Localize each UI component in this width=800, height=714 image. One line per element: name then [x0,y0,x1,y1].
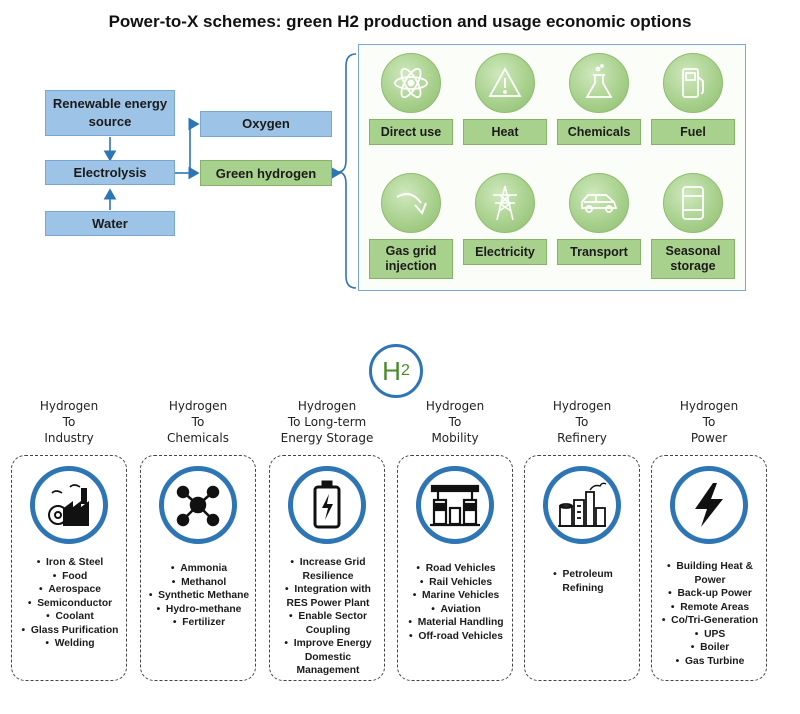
factory-icon [30,466,108,544]
list-item: Integration with [270,583,386,597]
category-items: Iron & SteelFoodAerospaceSemiconductorCo… [12,556,128,651]
renewable-energy-box: Renewable energy source [45,90,175,136]
category-items: Road VehiclesRail VehiclesMarine Vehicle… [398,562,514,643]
category-heading-power: Hydrogen To Power [679,399,739,445]
list-item: Improve Energy [270,637,386,651]
list-item: Co/Tri-Generation [652,614,768,628]
list-item: Welding [12,637,128,651]
list-item: Rail Vehicles [398,576,514,590]
list-item: Resilience [302,570,354,582]
list-item: UPS [652,628,768,642]
molecule-icon [159,466,237,544]
curved-arrow-icon [381,173,441,233]
list-item: Coolant [12,610,128,624]
option-fuel: Fuel [651,53,735,145]
list-item: Boiler [652,641,768,655]
green-hydrogen-box: Green hydrogen [200,160,332,186]
category-card-mobility: Road VehiclesRail VehiclesMarine Vehicle… [397,455,513,681]
fuel-pump-icon [663,53,723,113]
list-item: Road Vehicles [398,562,514,576]
list-item: Gas Turbine [652,655,768,669]
category-heading-industry: Hydrogen To Industry [39,399,99,445]
list-item: Increase Grid [270,556,386,570]
barrel-icon [663,173,723,233]
list-item: Off-road Vehicles [398,630,514,644]
list-item: Refining [562,582,604,594]
list-item: Synthetic Methane [141,589,257,603]
category-heading-storage: Hydrogen To Long-term Energy Storage [280,399,374,445]
list-item: Food [12,570,128,584]
list-item: Power [694,574,726,586]
option-electricity: Electricity [463,173,547,265]
option-label: Transport [557,239,641,265]
h2-sub: 2 [400,362,410,379]
list-item: Back-up Power [652,587,768,601]
list-item: Enable Sector [270,610,386,624]
list-item: Petroleum [525,568,641,582]
list-item: Hydro-methane [141,603,257,617]
page-title: Power-to-X schemes: green H2 production … [108,12,692,31]
category-heading-mobility: Hydrogen To Mobility [425,399,485,445]
list-item: Marine Vehicles [398,589,514,603]
option-chemicals: Chemicals [557,53,641,145]
option-seasonal-storage: Seasonal storage [651,173,735,279]
option-label: Chemicals [557,119,641,145]
lightning-icon [670,466,748,544]
battery-icon [288,466,366,544]
category-items: AmmoniaMethanolSynthetic MethaneHydro-me… [141,562,257,630]
list-item: Ammonia [141,562,257,576]
usage-options-panel: Direct use Heat Chemicals [358,44,746,291]
category-items: Increase GridResilienceIntegration withR… [270,556,386,678]
list-item: Building Heat & [652,560,768,574]
list-item: Fertilizer [141,616,257,630]
list-item: Domestic [304,651,352,663]
fuel-station-icon [416,466,494,544]
list-item: Iron & Steel [12,556,128,570]
list-item: Glass Purification [12,624,128,638]
list-item: Management [296,665,360,676]
list-item: Material Handling [398,616,514,630]
warning-triangle-icon [475,53,535,113]
list-item: Aerospace [12,583,128,597]
oxygen-box: Oxygen [200,111,332,137]
category-heading-chemicals: Hydrogen To Chemicals [167,399,229,445]
flask-icon [569,53,629,113]
list-item: Aviation [398,603,514,617]
category-heading-refinery: Hydrogen To Refinery [552,399,612,445]
power-pylon-icon [475,173,535,233]
option-label: Fuel [651,119,735,145]
category-card-industry: Iron & SteelFoodAerospaceSemiconductorCo… [11,455,127,681]
option-direct-use: Direct use [369,53,453,145]
refinery-icon [543,466,621,544]
list-item: Coupling [305,624,351,636]
category-items: Building Heat &PowerBack-up PowerRemote … [652,560,768,668]
arrow-to-oxygen [188,117,200,173]
option-label: Direct use [369,119,453,145]
list-item: Methanol [141,576,257,590]
option-label: Seasonal storage [651,239,735,279]
category-card-chemicals: AmmoniaMethanolSynthetic MethaneHydro-me… [140,455,256,681]
category-card-storage: Increase GridResilienceIntegration withR… [269,455,385,681]
option-transport: Transport [557,173,641,265]
list-item: RES Power Plant [286,597,370,609]
curly-brace [337,53,357,289]
water-box: Water [45,211,175,236]
option-heat: Heat [463,53,547,145]
list-item: Remote Areas [652,601,768,615]
option-gas-grid-injection: Gas grid injection [369,173,453,279]
option-label: Electricity [463,239,547,265]
list-item: Semiconductor [12,597,128,611]
electrolysis-box: Electrolysis [45,160,175,185]
category-card-power: Building Heat &PowerBack-up PowerRemote … [651,455,767,681]
car-icon [569,173,629,233]
option-label: Gas grid injection [369,239,453,279]
atom-icon [381,53,441,113]
option-label: Heat [463,119,547,145]
h2-main: H [382,355,401,386]
